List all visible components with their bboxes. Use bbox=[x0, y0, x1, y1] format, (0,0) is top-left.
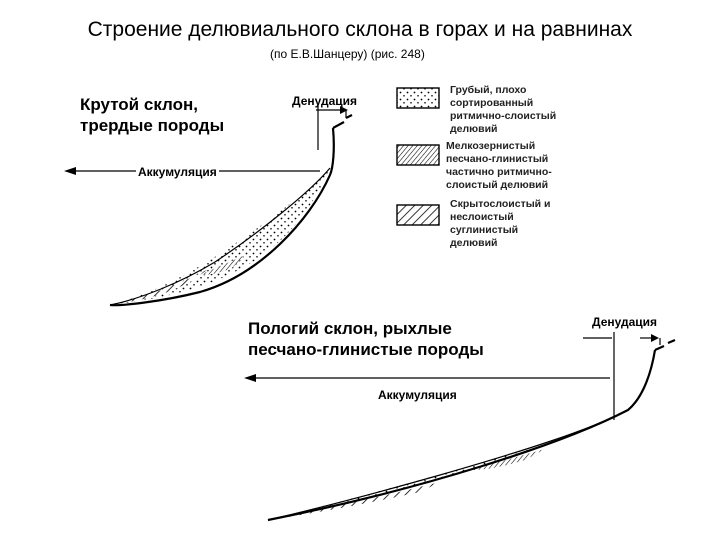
legend-item-dots: Грубый, плохо сортированный ритмично-сло… bbox=[450, 84, 556, 136]
steep-deluvium-boundary bbox=[109, 167, 331, 306]
gentle-deluvium-boundary bbox=[267, 409, 629, 521]
legend-item-dense-hatch: Мелкозернистый песчано-глинистый частичн… bbox=[446, 140, 552, 192]
legend-sparse-line: суглинистый bbox=[450, 224, 519, 236]
gentle-heading: Пологий склон, рыхлые песчано-глинистые … bbox=[248, 318, 484, 360]
gentle-heading-line1: Пологий склон, рыхлые bbox=[248, 319, 452, 338]
legend-swatch-dense-hatch bbox=[396, 144, 440, 166]
legend-sparse-line: Скрытослоистый и bbox=[450, 198, 551, 210]
legend-dots-line: ритмично-слоистый bbox=[450, 110, 557, 122]
page-title: Строение делювиального склона в горах и … bbox=[87, 18, 633, 41]
steep-denudation-label: Денудация bbox=[292, 94, 358, 108]
gentle-crest bbox=[654, 338, 676, 352]
steep-crest bbox=[332, 114, 353, 129]
legend-dense-line: слоистый делювий bbox=[446, 179, 549, 191]
steep-denudation-arrow bbox=[340, 106, 348, 114]
legend-dots-line: Грубый, плохо bbox=[450, 84, 527, 96]
steep-heading: Крутой склон, трердые породы bbox=[80, 94, 224, 136]
steep-heading-line1: Крутой склон, bbox=[80, 95, 198, 114]
gentle-denudation-arrow bbox=[651, 334, 659, 342]
steep-accumulation-label: Аккумуляция bbox=[136, 165, 219, 179]
legend-dots-line: делювий bbox=[450, 123, 498, 135]
gentle-accumulation-label: Аккумуляция bbox=[378, 388, 457, 402]
steep-dense-lens bbox=[200, 255, 245, 275]
gentle-accumulation-arrow bbox=[244, 374, 256, 382]
page-subtitle: (по Е.В.Шанцеру) (рис. 248) bbox=[270, 47, 425, 61]
gentle-bedrock-surface bbox=[267, 349, 657, 522]
legend-swatch-sparse-hatch bbox=[396, 204, 440, 226]
gentle-deluvium-fill bbox=[268, 410, 628, 520]
legend-dense-line: песчано-глинистый bbox=[446, 153, 549, 165]
legend-sparse-line: неслоистый bbox=[450, 211, 514, 223]
legend-sparse-line: делювий bbox=[450, 237, 498, 249]
legend-item-sparse-hatch: Скрытослоистый и неслоистый суглинистый … bbox=[450, 198, 551, 250]
gentle-denudation-label: Денудация bbox=[592, 315, 658, 329]
legend-dots-line: сортированный bbox=[450, 97, 534, 109]
legend-dense-line: Мелкозернистый bbox=[446, 140, 536, 152]
legend-dense-line: частично ритмично- bbox=[446, 166, 552, 178]
steep-bedrock-surface bbox=[109, 127, 335, 307]
legend-swatches bbox=[396, 87, 440, 226]
legend-swatch-dots bbox=[396, 87, 440, 109]
gentle-heading-line2: песчано-глинистые породы bbox=[248, 340, 484, 359]
steep-heading-line2: трердые породы bbox=[80, 116, 225, 135]
gentle-slope bbox=[244, 332, 676, 522]
steep-accumulation-arrow bbox=[64, 167, 76, 175]
steep-deluvium-fill bbox=[110, 168, 330, 305]
